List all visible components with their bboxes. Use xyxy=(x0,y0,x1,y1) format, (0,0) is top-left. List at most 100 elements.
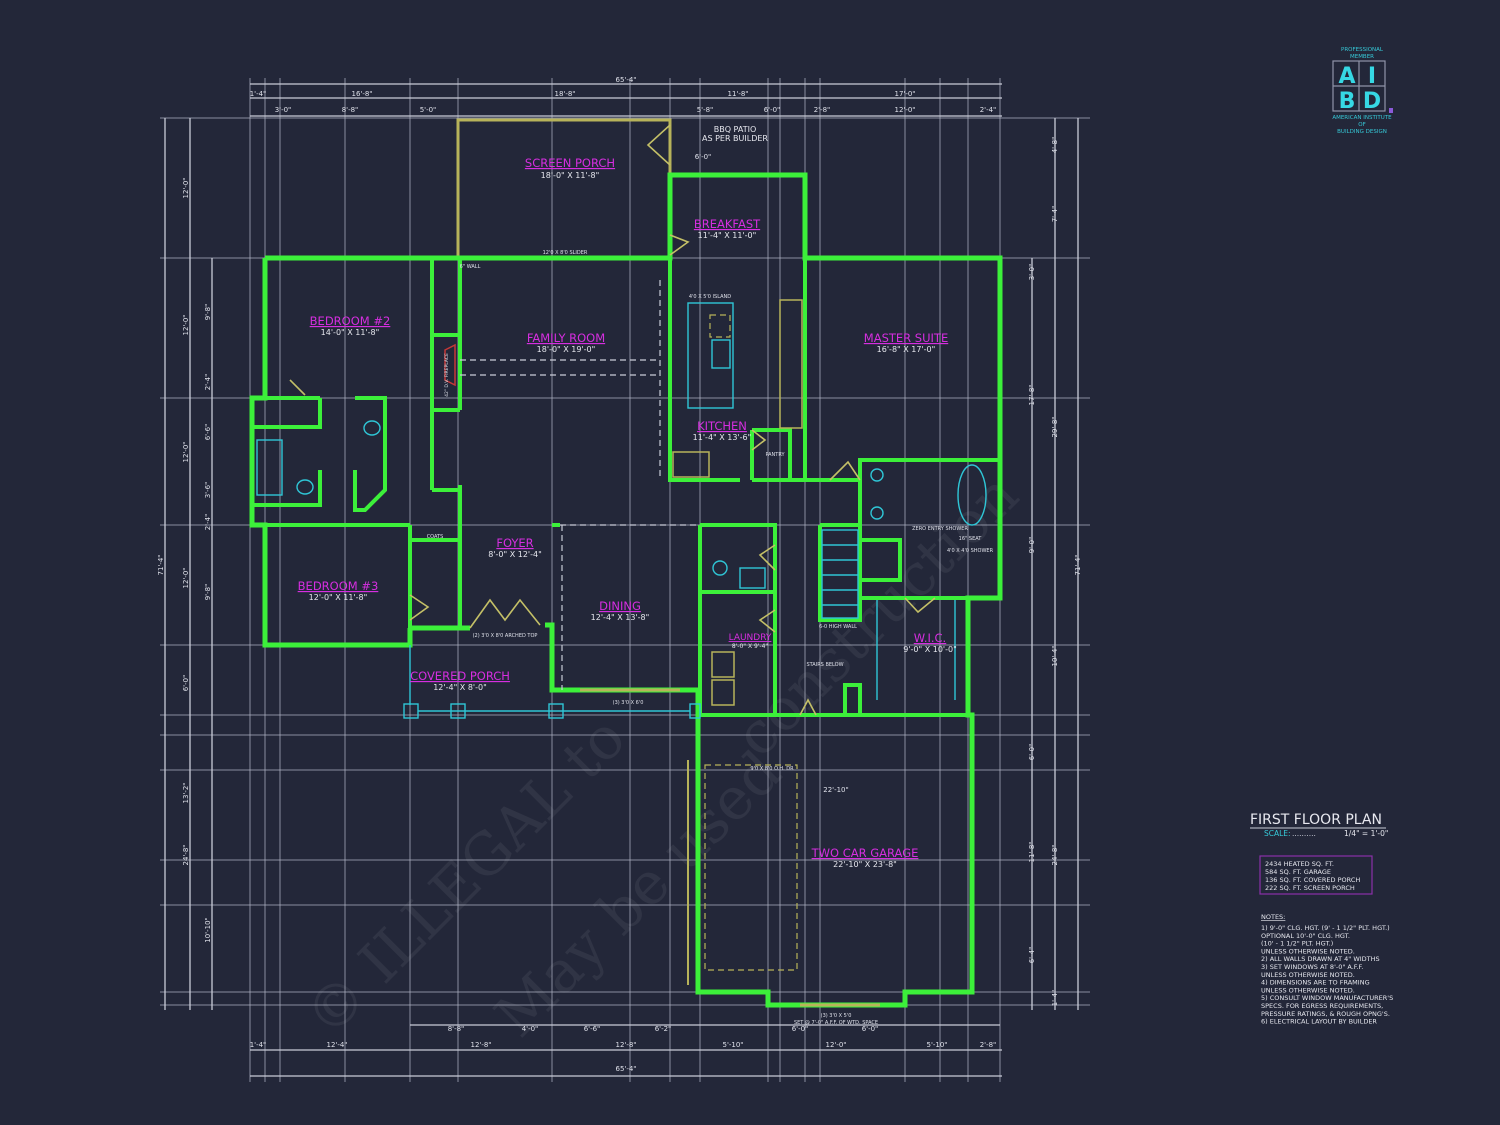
annotation: 4'0 X 4'0 SHOWER xyxy=(947,548,994,554)
dimension-label: 10'-4" xyxy=(1051,645,1059,666)
dimension-label: 10'-10" xyxy=(204,917,212,942)
dimension-label: 6'-0" xyxy=(182,675,190,692)
dimension-label: 2'-4" xyxy=(980,106,997,114)
dimension-label: 24'-8" xyxy=(182,844,190,865)
dimension-label: 6'-0" xyxy=(1028,744,1036,761)
dimension-label: 12'-0" xyxy=(182,314,190,335)
dimension-label: 17'-0" xyxy=(894,90,915,98)
annotation: 4'0 X 5'0 ISLAND xyxy=(689,294,731,300)
dimension-label: 16'-8" xyxy=(351,90,372,98)
area-line: 2434 HEATED SQ. FT. xyxy=(1265,860,1334,868)
annotation: (3) 3'0 X 5'0 xyxy=(821,1013,852,1019)
annotation: 22'-10" xyxy=(823,786,848,794)
dimension-label: 2'-4" xyxy=(204,374,212,391)
dimension-label: 12'-0" xyxy=(182,567,190,588)
note-line: 4) DIMENSIONS ARE TO FRAMING xyxy=(1261,979,1370,987)
room-size: 12'-0" X 11'-8" xyxy=(309,593,368,602)
dimension-label: 9'-8" xyxy=(204,584,212,601)
dimension-label: 12'-0" xyxy=(182,177,190,198)
dimension-label: 17'-8" xyxy=(1028,384,1036,405)
note-line: UNLESS OTHERWISE NOTED. xyxy=(1261,947,1355,955)
dimension-label: 65'-4" xyxy=(615,1065,636,1073)
annotation: PANTRY xyxy=(765,452,785,458)
annotation: (3) 3'0 X 6'0 xyxy=(613,700,644,706)
dimension-label: 2'-8" xyxy=(814,106,831,114)
annotation: 6" WALL xyxy=(460,264,481,270)
dimension-label: 7'-4" xyxy=(1051,206,1059,223)
room-name: FAMILY ROOM xyxy=(527,331,605,345)
annotation: ZERO ENTRY SHOWER xyxy=(912,526,968,532)
annotation: STAIRS BELOW xyxy=(806,662,843,668)
note-line: OPTIONAL 10'-0" CLG. HGT. xyxy=(1261,932,1350,940)
notes-list: 1) 9'-0" CLG. HGT. (9' - 1 1/2" PLT. HGT… xyxy=(1261,924,1393,1026)
note-line: UNLESS OTHERWISE NOTED. xyxy=(1261,986,1355,994)
dimension-label: 12'-8" xyxy=(470,1041,491,1049)
dimension-label: 4'-8" xyxy=(1051,137,1059,154)
title-block: FIRST FLOOR PLAN SCALE: .......... 1/4" … xyxy=(1250,812,1393,1026)
room-size: 12'-4" X 13'-8" xyxy=(591,613,650,622)
notes-heading: NOTES: xyxy=(1261,913,1285,921)
note-line: 5) CONSULT WINDOW MANUFACTURER'S xyxy=(1261,994,1393,1002)
dimension-label: 6'-0" xyxy=(862,1025,879,1033)
annotation: (2) 3'0 X 8'0 ARCHED TOP xyxy=(473,633,538,639)
dimension-label: 8'-8" xyxy=(342,106,359,114)
room-size: 14'-0" X 11'-8" xyxy=(321,328,380,337)
room-size: 16'-8" X 17'-0" xyxy=(877,345,936,354)
screen-porch-walls xyxy=(456,118,672,260)
logo-letter: A xyxy=(1338,64,1355,89)
dimension-label: 13'-2" xyxy=(182,782,190,803)
annotation: BBQ PATIO xyxy=(714,125,757,134)
room-name: FOYER xyxy=(496,536,533,550)
room-size: 12'-4" X 8'-0" xyxy=(433,683,487,692)
room-name: BEDROOM #3 xyxy=(298,579,379,593)
note-line: 2) ALL WALLS DRAWN AT 4" WIDTHS xyxy=(1261,955,1380,963)
annotation: AS PER BUILDER xyxy=(702,134,768,143)
dimension-label: 3'-0" xyxy=(275,106,292,114)
logo-text: PROFESSIONAL xyxy=(1341,47,1384,53)
area-line: 222 SQ. FT. SCREEN PORCH xyxy=(1265,884,1355,892)
room-size: 9'-0" X 10'-0" xyxy=(903,645,957,654)
room-size: 11'-4" X 13'-6" xyxy=(693,433,752,442)
annotation: 9'0 X 8'0 O.H. DR xyxy=(750,766,794,772)
room-size: 11'-4" X 11'-0" xyxy=(698,231,757,240)
dimension-label: 65'-4" xyxy=(615,76,636,84)
dimension-label: 11'-8" xyxy=(1028,841,1036,862)
note-line: PRESSURE RATINGS, & ROUGH OPNG'S. xyxy=(1261,1010,1390,1018)
room-name: TWO CAR GARAGE xyxy=(811,846,919,860)
dimension-label: 2'-4" xyxy=(204,514,212,531)
dimension-label: 9'-0" xyxy=(1028,537,1036,554)
plan-title: FIRST FLOOR PLAN xyxy=(1250,812,1382,828)
dimension-label: 6'-6" xyxy=(584,1025,601,1033)
room-name: DINING xyxy=(599,599,641,613)
dimension-label: 1'-4" xyxy=(250,90,267,98)
dimension-label: 4'-0" xyxy=(522,1025,539,1033)
dimension-lines xyxy=(164,83,1079,1077)
dimension-label: 5'-0" xyxy=(420,106,437,114)
scale-leader: .......... xyxy=(1292,829,1316,838)
note-line: 3) SET WINDOWS AT 8'-0" A.F.F. xyxy=(1261,963,1363,971)
room-name: KITCHEN xyxy=(697,419,747,433)
dimension-label: 6'-6" xyxy=(204,424,212,441)
dimension-label: 71'-4" xyxy=(1074,554,1082,575)
room-name: COVERED PORCH xyxy=(410,669,510,683)
dimension-label: 5'-8" xyxy=(697,106,714,114)
note-line: SPECS. FOR EGRESS REQUIREMENTS, xyxy=(1261,1002,1383,1010)
dimension-label: 12'-0" xyxy=(894,106,915,114)
annotations: BBQ PATIO AS PER BUILDER 6'-0" 12'0 X 8'… xyxy=(427,125,994,1026)
annotation: 6-0 HIGH WALL xyxy=(819,624,857,630)
room-size: 18'-0" X 19'-0" xyxy=(537,345,596,354)
dimension-label: 1'-4" xyxy=(250,1041,267,1049)
dimension-label: 1'-4" xyxy=(1051,990,1059,1007)
annotation: 12'0 X 8'0 SLIDER xyxy=(543,250,588,256)
dimension-label: 29'-8" xyxy=(1051,416,1059,437)
dimension-label: 11'-8" xyxy=(727,90,748,98)
dimension-label: 5'-10" xyxy=(722,1041,743,1049)
room-name: LAUNDRY xyxy=(729,633,772,643)
dimension-label: 71'-4" xyxy=(157,554,165,575)
room-size: 18'-0" X 11'-8" xyxy=(541,171,600,180)
note-line: UNLESS OTHERWISE NOTED. xyxy=(1261,971,1355,979)
note-line: 1) 9'-0" CLG. HGT. (9' - 1 1/2" PLT. HGT… xyxy=(1261,924,1390,932)
logo-text: MEMBER xyxy=(1350,54,1374,60)
room-size: 8'-0" X 12'-4" xyxy=(488,550,542,559)
